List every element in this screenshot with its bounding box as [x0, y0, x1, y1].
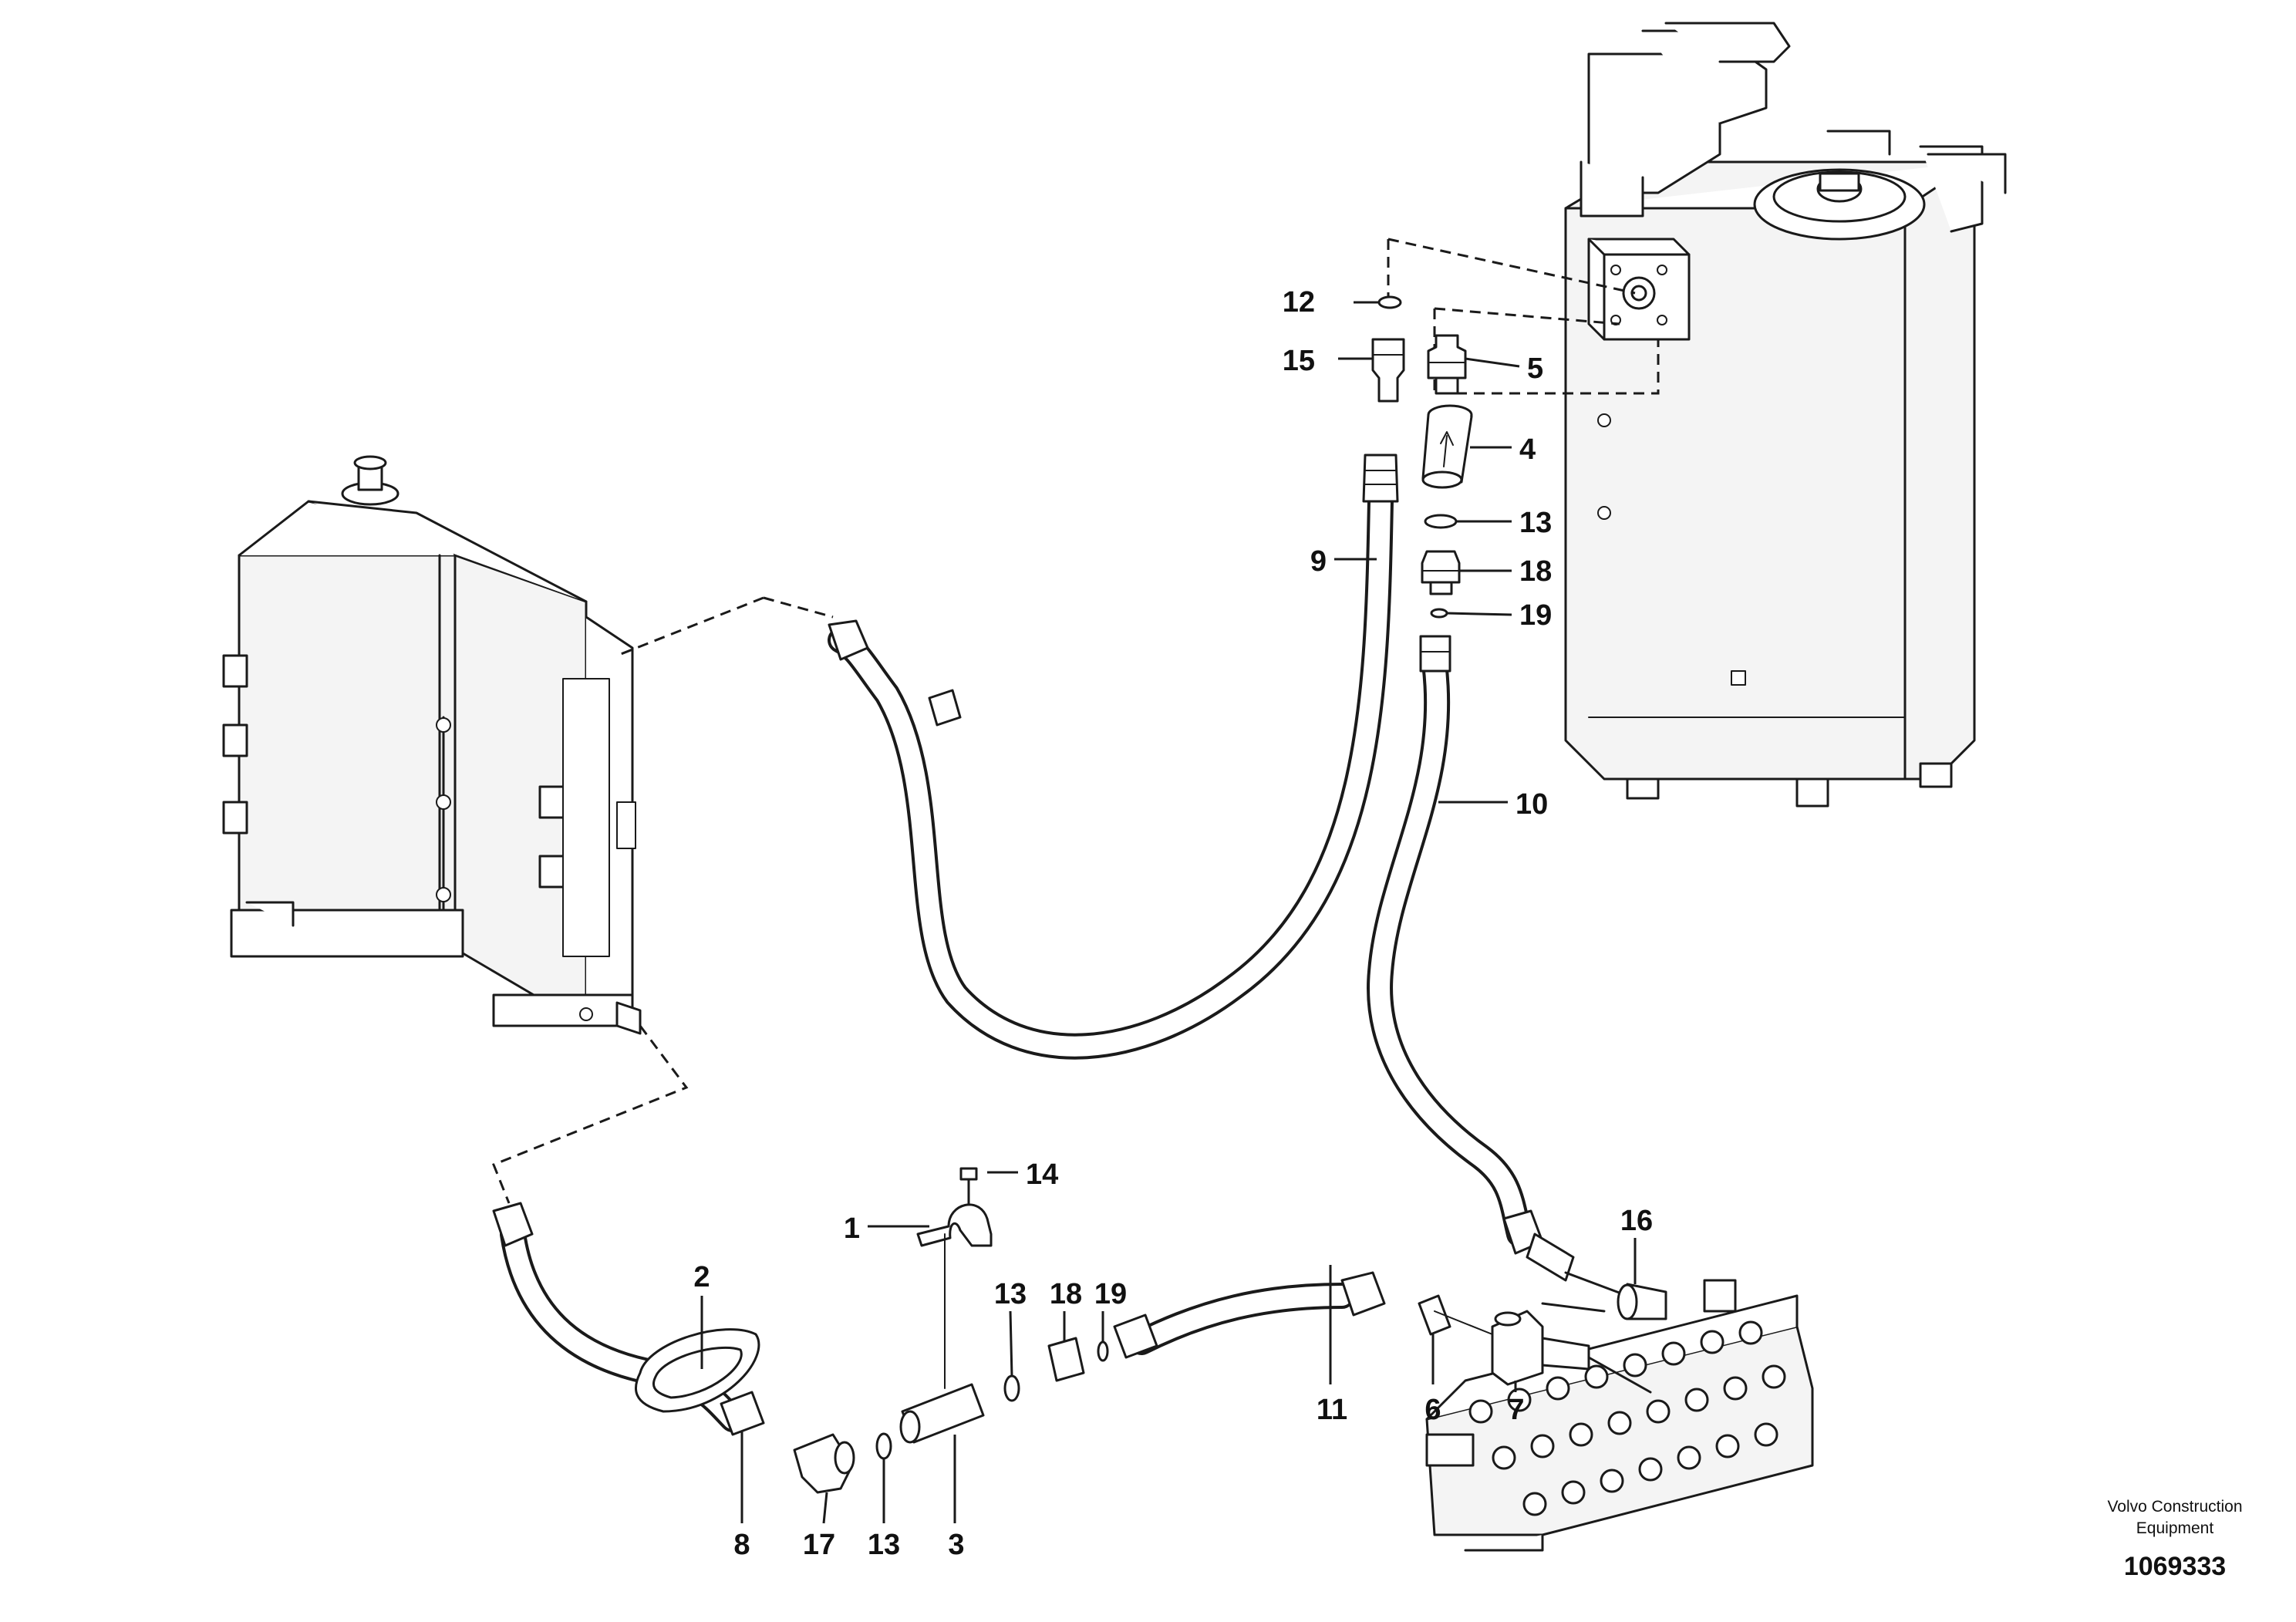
brand-line-1: Volvo Construction [2107, 1498, 2242, 1516]
oil-cooler [222, 455, 642, 1035]
document-number: 1069333 [2124, 1552, 2226, 1581]
hoses [500, 488, 1532, 1432]
callout-9: 9 [1310, 545, 1327, 578]
callout-14: 14 [1026, 1158, 1058, 1191]
callout-13-mid: 13 [994, 1278, 1027, 1310]
callout-7: 7 [1508, 1394, 1524, 1426]
callout-15: 15 [1283, 345, 1315, 377]
callout-1: 1 [844, 1212, 860, 1245]
callout-19-mid: 19 [1094, 1278, 1127, 1310]
callout-2: 2 [693, 1261, 710, 1293]
fittings [492, 295, 1667, 1494]
leader-lines [700, 301, 1637, 1524]
callout-16: 16 [1620, 1205, 1653, 1237]
hydraulic-tank [1564, 22, 2007, 808]
callout-18-mid: 18 [1050, 1278, 1082, 1310]
callout-11: 11 [1317, 1394, 1347, 1426]
callout-6: 6 [1424, 1394, 1441, 1426]
callout-4: 4 [1519, 433, 1536, 466]
callout-19-top: 19 [1519, 599, 1552, 632]
callout-12: 12 [1283, 286, 1315, 319]
callout-3: 3 [948, 1529, 964, 1561]
brand-line-2: Equipment [2136, 1519, 2214, 1537]
callout-18-top: 18 [1519, 555, 1552, 588]
callout-8: 8 [733, 1529, 750, 1561]
callout-13-bottom: 13 [868, 1529, 900, 1561]
control-valve [1425, 1279, 1814, 1552]
callout-10: 10 [1515, 788, 1548, 821]
footer: Volvo Construction Equipment 1069333 [2107, 1498, 2242, 1581]
callout-labels: 12 15 5 4 13 18 19 9 10 14 1 2 13 18 19 … [693, 286, 1653, 1561]
callout-17: 17 [803, 1529, 835, 1561]
callout-5: 5 [1527, 352, 1543, 385]
callout-13-top: 13 [1519, 507, 1552, 539]
